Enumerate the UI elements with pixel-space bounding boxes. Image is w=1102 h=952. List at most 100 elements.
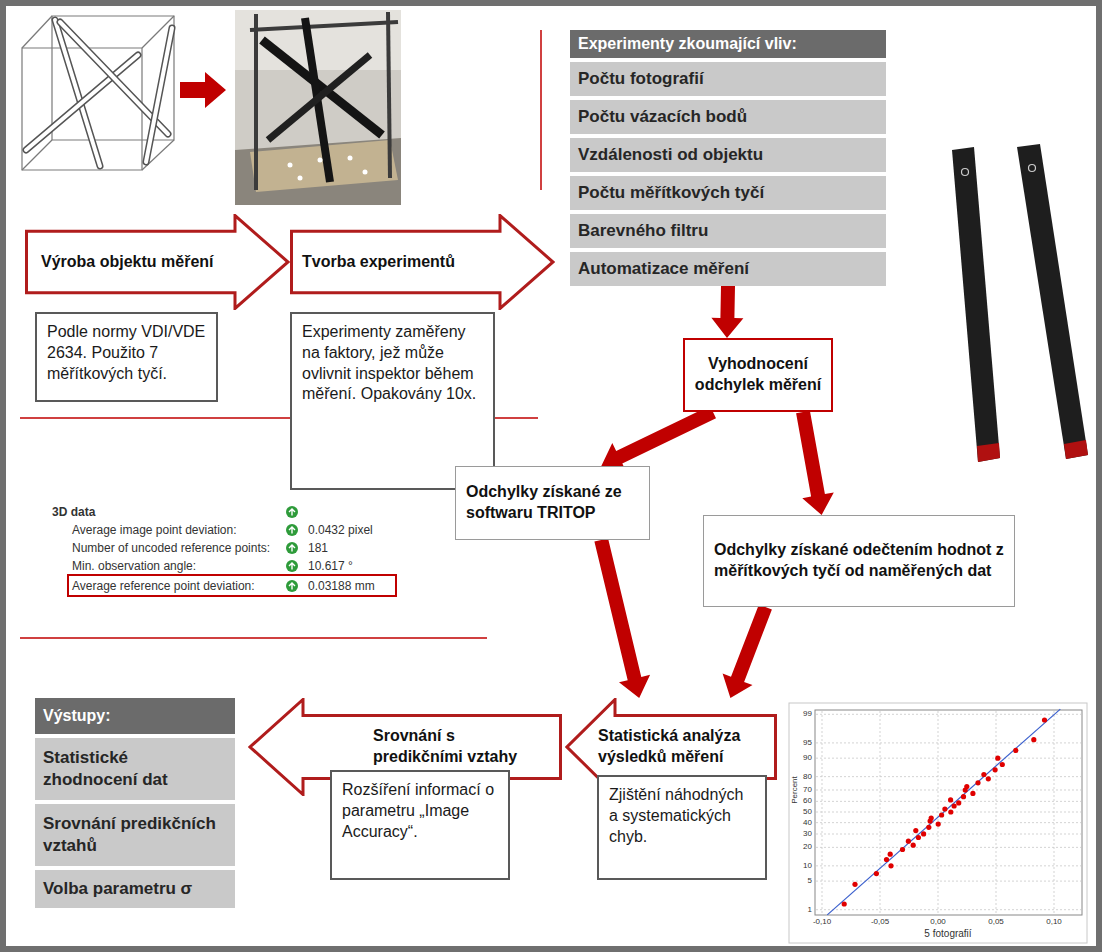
node-text: Výroba objektu měření — [41, 252, 276, 273]
table-row: Počtu měřítkových tyčí — [570, 176, 886, 210]
node-text: Výstupy: — [43, 706, 227, 727]
text-area: Výstupy: — [35, 704, 235, 729]
photo-background — [235, 10, 401, 205]
scale-bar-tip — [1064, 440, 1088, 459]
text-block: Srovnání s predikčními vztahy — [373, 726, 542, 768]
data-point — [1013, 748, 1018, 753]
status-icon — [289, 583, 295, 590]
flow-connector — [601, 406, 716, 472]
cube-drawing — [22, 16, 174, 170]
axis-tick-label: 40 — [803, 818, 812, 828]
status-icon — [286, 506, 298, 518]
node-text: Počtu měřítkových tyčí — [578, 182, 878, 204]
grid-line — [816, 881, 1081, 882]
text-area: Počtu měřítkových tyčí — [570, 178, 886, 208]
cube-edge — [22, 16, 52, 48]
axis-tick-label: 99 — [803, 709, 812, 719]
text-area: Volba parametru σ — [35, 874, 235, 904]
bar-outline — [146, 28, 172, 162]
data-point — [993, 767, 998, 772]
data-point — [942, 806, 947, 811]
grid-line — [880, 711, 881, 914]
node-text: Experimenty zkoumající vliv: — [578, 34, 878, 55]
status-icon — [289, 527, 295, 534]
photo-post — [250, 22, 398, 30]
screenshot-text: Min. observation angle: — [72, 559, 196, 573]
node-text: Statistická analýza výsledků měření — [598, 726, 767, 768]
scale-bar-mark — [962, 169, 969, 176]
flow-connector — [796, 411, 834, 515]
cube-bars — [26, 20, 172, 166]
table-header: Výstupy: — [35, 698, 235, 734]
data-point — [1042, 717, 1047, 722]
status-icon — [286, 506, 298, 518]
text-area: Zjištění náhodných a systematických chyb… — [599, 777, 765, 855]
table-row: Počtu fotografií — [570, 62, 886, 96]
status-icon — [286, 524, 298, 536]
photo-scale-bar — [268, 55, 370, 140]
data-point — [956, 800, 961, 805]
text-area: Podle normy VDI/VDE 2634. Použito 7 měří… — [37, 314, 216, 392]
arrow-outline — [292, 216, 554, 309]
data-point — [921, 831, 926, 836]
text-area: Počtu vázacích bodů — [570, 102, 886, 132]
data-point — [926, 825, 931, 830]
table-row: Automatizace měření — [570, 252, 886, 286]
status-icon — [289, 545, 295, 552]
screenshot-value: 0.03188 mm — [308, 579, 375, 593]
grid-line — [816, 714, 1081, 715]
text-area: Počtu fotografií — [570, 64, 886, 94]
screenshot-text: Average image point deviation: — [72, 523, 237, 537]
node-text: Podle normy VDI/VDE 2634. Použito 7 měří… — [47, 322, 206, 384]
status-icon — [286, 542, 298, 554]
text-area: Automatizace měření — [570, 254, 886, 284]
text-area: Srovnání predikčních vztahů — [35, 809, 235, 861]
grid-line — [816, 742, 1081, 743]
axis-title: Percent — [790, 776, 800, 804]
bar-outline — [26, 55, 138, 150]
data-point — [948, 809, 953, 814]
text-area: Vzdálenosti od objektu — [570, 140, 886, 170]
photo-floor — [235, 138, 401, 205]
photo-wall — [235, 10, 401, 70]
photo-post — [254, 14, 258, 190]
node-text: Experimenty zaměřeny na faktory, jež můž… — [302, 322, 483, 405]
grid-line — [816, 758, 1081, 759]
note-box: Experimenty zaměřeny na faktory, jež můž… — [290, 312, 495, 490]
divider-line — [20, 637, 487, 639]
data-point — [906, 839, 911, 844]
data-point — [884, 857, 889, 862]
axis-tick-label: 5 — [808, 876, 812, 886]
result-box: Odchylky získané odečtením hodnot z měří… — [703, 515, 1015, 607]
data-point — [888, 852, 893, 857]
status-icon — [286, 560, 298, 572]
text-block: Statistická analýza výsledků měření — [598, 726, 767, 768]
data-point — [952, 803, 957, 808]
data-point — [900, 847, 905, 852]
axis-tick-label: 50 — [803, 807, 812, 817]
grid-line — [996, 711, 997, 914]
table-row: Srovnání predikčních vztahů — [35, 804, 235, 866]
status-icon — [286, 580, 298, 592]
status-icon — [289, 509, 295, 516]
note-box: Podle normy VDI/VDE 2634. Použito 7 měří… — [35, 312, 218, 402]
node-text: Zjištění náhodných a systematických chyb… — [609, 785, 755, 847]
screenshot-heading: 3D data — [52, 505, 95, 519]
text-area: Odchylky získané odečtením hodnot z měří… — [704, 532, 1014, 590]
text-area: Rozšíření informací o parametru „Image A… — [332, 772, 508, 850]
screenshot-value: 181 — [308, 541, 328, 555]
data-point — [975, 780, 980, 785]
data-point — [961, 794, 966, 799]
plot-area — [815, 710, 1082, 915]
axis-tick-label: 80 — [803, 772, 812, 782]
status-icon — [286, 580, 298, 592]
text-area: Experimenty zaměřeny na faktory, jež můž… — [292, 314, 493, 413]
probability-plot — [789, 703, 1087, 943]
divider-line — [540, 30, 542, 190]
grid-line — [816, 834, 1081, 835]
flow-connector — [711, 286, 743, 338]
data-point — [981, 772, 986, 777]
highlight-rectangle — [68, 575, 396, 596]
photo-marker — [298, 176, 303, 181]
screenshot-value: 0.0432 pixel — [308, 523, 373, 537]
